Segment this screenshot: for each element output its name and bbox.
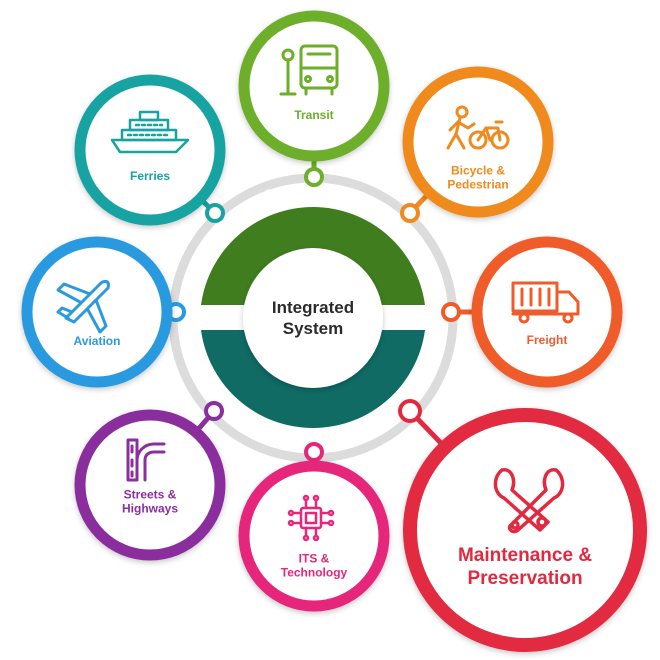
node-label-line1: Ferries [129, 168, 171, 183]
node-label-bicycle: Bicycle &Pedestrian [447, 164, 508, 193]
node-label-line1: Transit [294, 107, 334, 122]
connector-dot-streets [204, 401, 224, 421]
node-label-its: ITS &Technology [281, 552, 347, 581]
node-label-line2: Pedestrian [447, 178, 509, 192]
bus-stop-icon [279, 44, 339, 96]
airplane-icon [56, 279, 110, 334]
road-icon [126, 438, 166, 482]
truck-icon [511, 281, 580, 324]
node-label-line1: Freight [526, 332, 568, 347]
node-label-line1: Streets & [123, 487, 177, 502]
node-label-freight: Freight [527, 333, 568, 347]
node-label-maintenance: Maintenance &Preservation [458, 545, 592, 591]
wrench-screwdriver-icon [493, 468, 565, 534]
connector-dot-transit [304, 167, 324, 187]
node-circle-ferries [74, 74, 226, 226]
node-circle-transit [238, 10, 390, 162]
node-circle-bicycle [402, 66, 554, 218]
hub-title-line1: Integrated [271, 297, 355, 317]
node-label-ferries: Ferries [130, 169, 170, 183]
circuit-chip-icon [287, 494, 335, 542]
hub-title: Integrated System [272, 297, 354, 340]
node-label-line2: Preservation [467, 568, 583, 589]
node-label-line1: Bicycle & [450, 163, 506, 178]
node-label-line1: Maintenance & [457, 545, 593, 567]
node-label-line1: ITS & [298, 551, 330, 566]
connector-dot-bicycle [400, 203, 420, 223]
node-label-aviation: Aviation [74, 334, 121, 348]
hub-title-line2: System [282, 319, 344, 338]
hub-center [243, 248, 383, 388]
bicycle-pedestrian-icon [446, 105, 510, 150]
node-circle-maintenance [403, 408, 647, 652]
node-circle-aviation [21, 236, 173, 388]
node-label-line2: Highways [121, 502, 179, 516]
node-label-streets: Streets &Highways [122, 488, 178, 517]
connector-dot-its [304, 442, 324, 462]
node-circle-streets [74, 409, 226, 561]
node-label-line2: Technology [280, 566, 348, 580]
node-label-transit: Transit [294, 108, 333, 122]
ferry-ship-icon [110, 110, 190, 154]
connector-dot-maintenance [398, 399, 422, 423]
connector-dot-ferries [205, 203, 225, 223]
connector-dot-freight [441, 302, 461, 322]
node-label-line1: Aviation [73, 333, 121, 348]
